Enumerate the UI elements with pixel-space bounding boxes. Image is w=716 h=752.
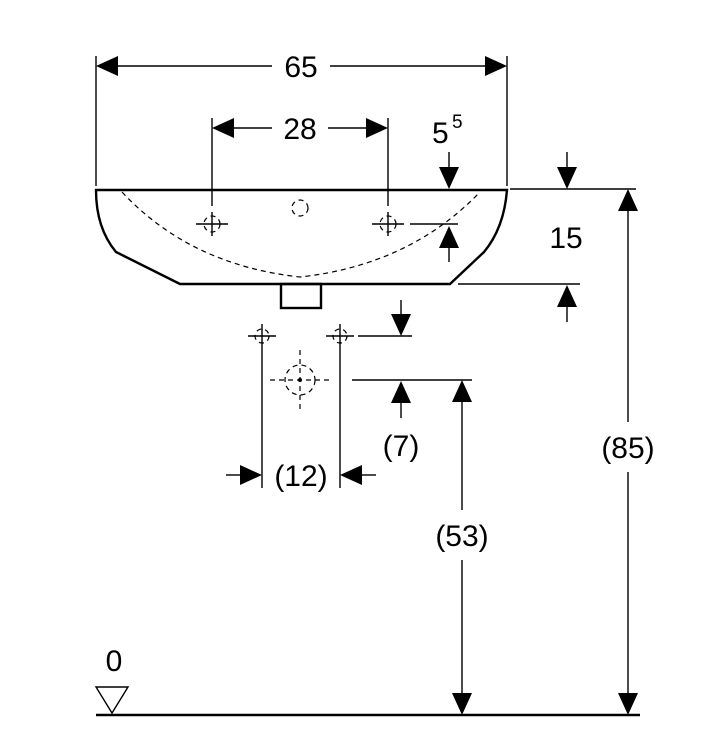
floor-level: 0 bbox=[94, 645, 640, 717]
waste-outlet-icon bbox=[270, 350, 330, 410]
waste-height-label: (7) bbox=[383, 430, 420, 463]
floor-level-label: 0 bbox=[106, 645, 123, 678]
dimension-overall-width: 65 bbox=[95, 51, 508, 186]
rim-from-floor-label: (85) bbox=[601, 432, 654, 465]
dimension-waste-height: (7) bbox=[352, 300, 472, 463]
rim-offset-superscript: 5 bbox=[452, 112, 463, 133]
tap-spacing-label: 28 bbox=[283, 113, 316, 146]
waste-connection bbox=[248, 324, 354, 410]
tap-hole-left-icon bbox=[196, 212, 228, 236]
tap-hole-right-icon bbox=[372, 212, 404, 236]
dimension-tap-spacing: 28 bbox=[211, 113, 389, 206]
dimension-rim-offset: 5 5 bbox=[410, 112, 463, 262]
supply-left-icon bbox=[248, 324, 276, 348]
dimension-bowl-height: 15 bbox=[458, 152, 636, 322]
waste-from-floor-label: (53) bbox=[435, 520, 488, 553]
level-marker-icon bbox=[94, 686, 130, 715]
basin-outline bbox=[94, 188, 509, 310]
waste-spacing-label: (12) bbox=[274, 460, 327, 493]
overall-width-label: 65 bbox=[284, 51, 317, 84]
dimension-waste-spacing: (12) bbox=[226, 348, 376, 493]
bowl-height-label: 15 bbox=[549, 222, 582, 255]
dimension-rim-from-floor: (85) bbox=[601, 189, 655, 715]
dimension-waste-from-floor: (53) bbox=[435, 380, 489, 715]
rim-offset-label: 5 bbox=[432, 117, 449, 150]
supply-right-icon bbox=[326, 324, 354, 348]
